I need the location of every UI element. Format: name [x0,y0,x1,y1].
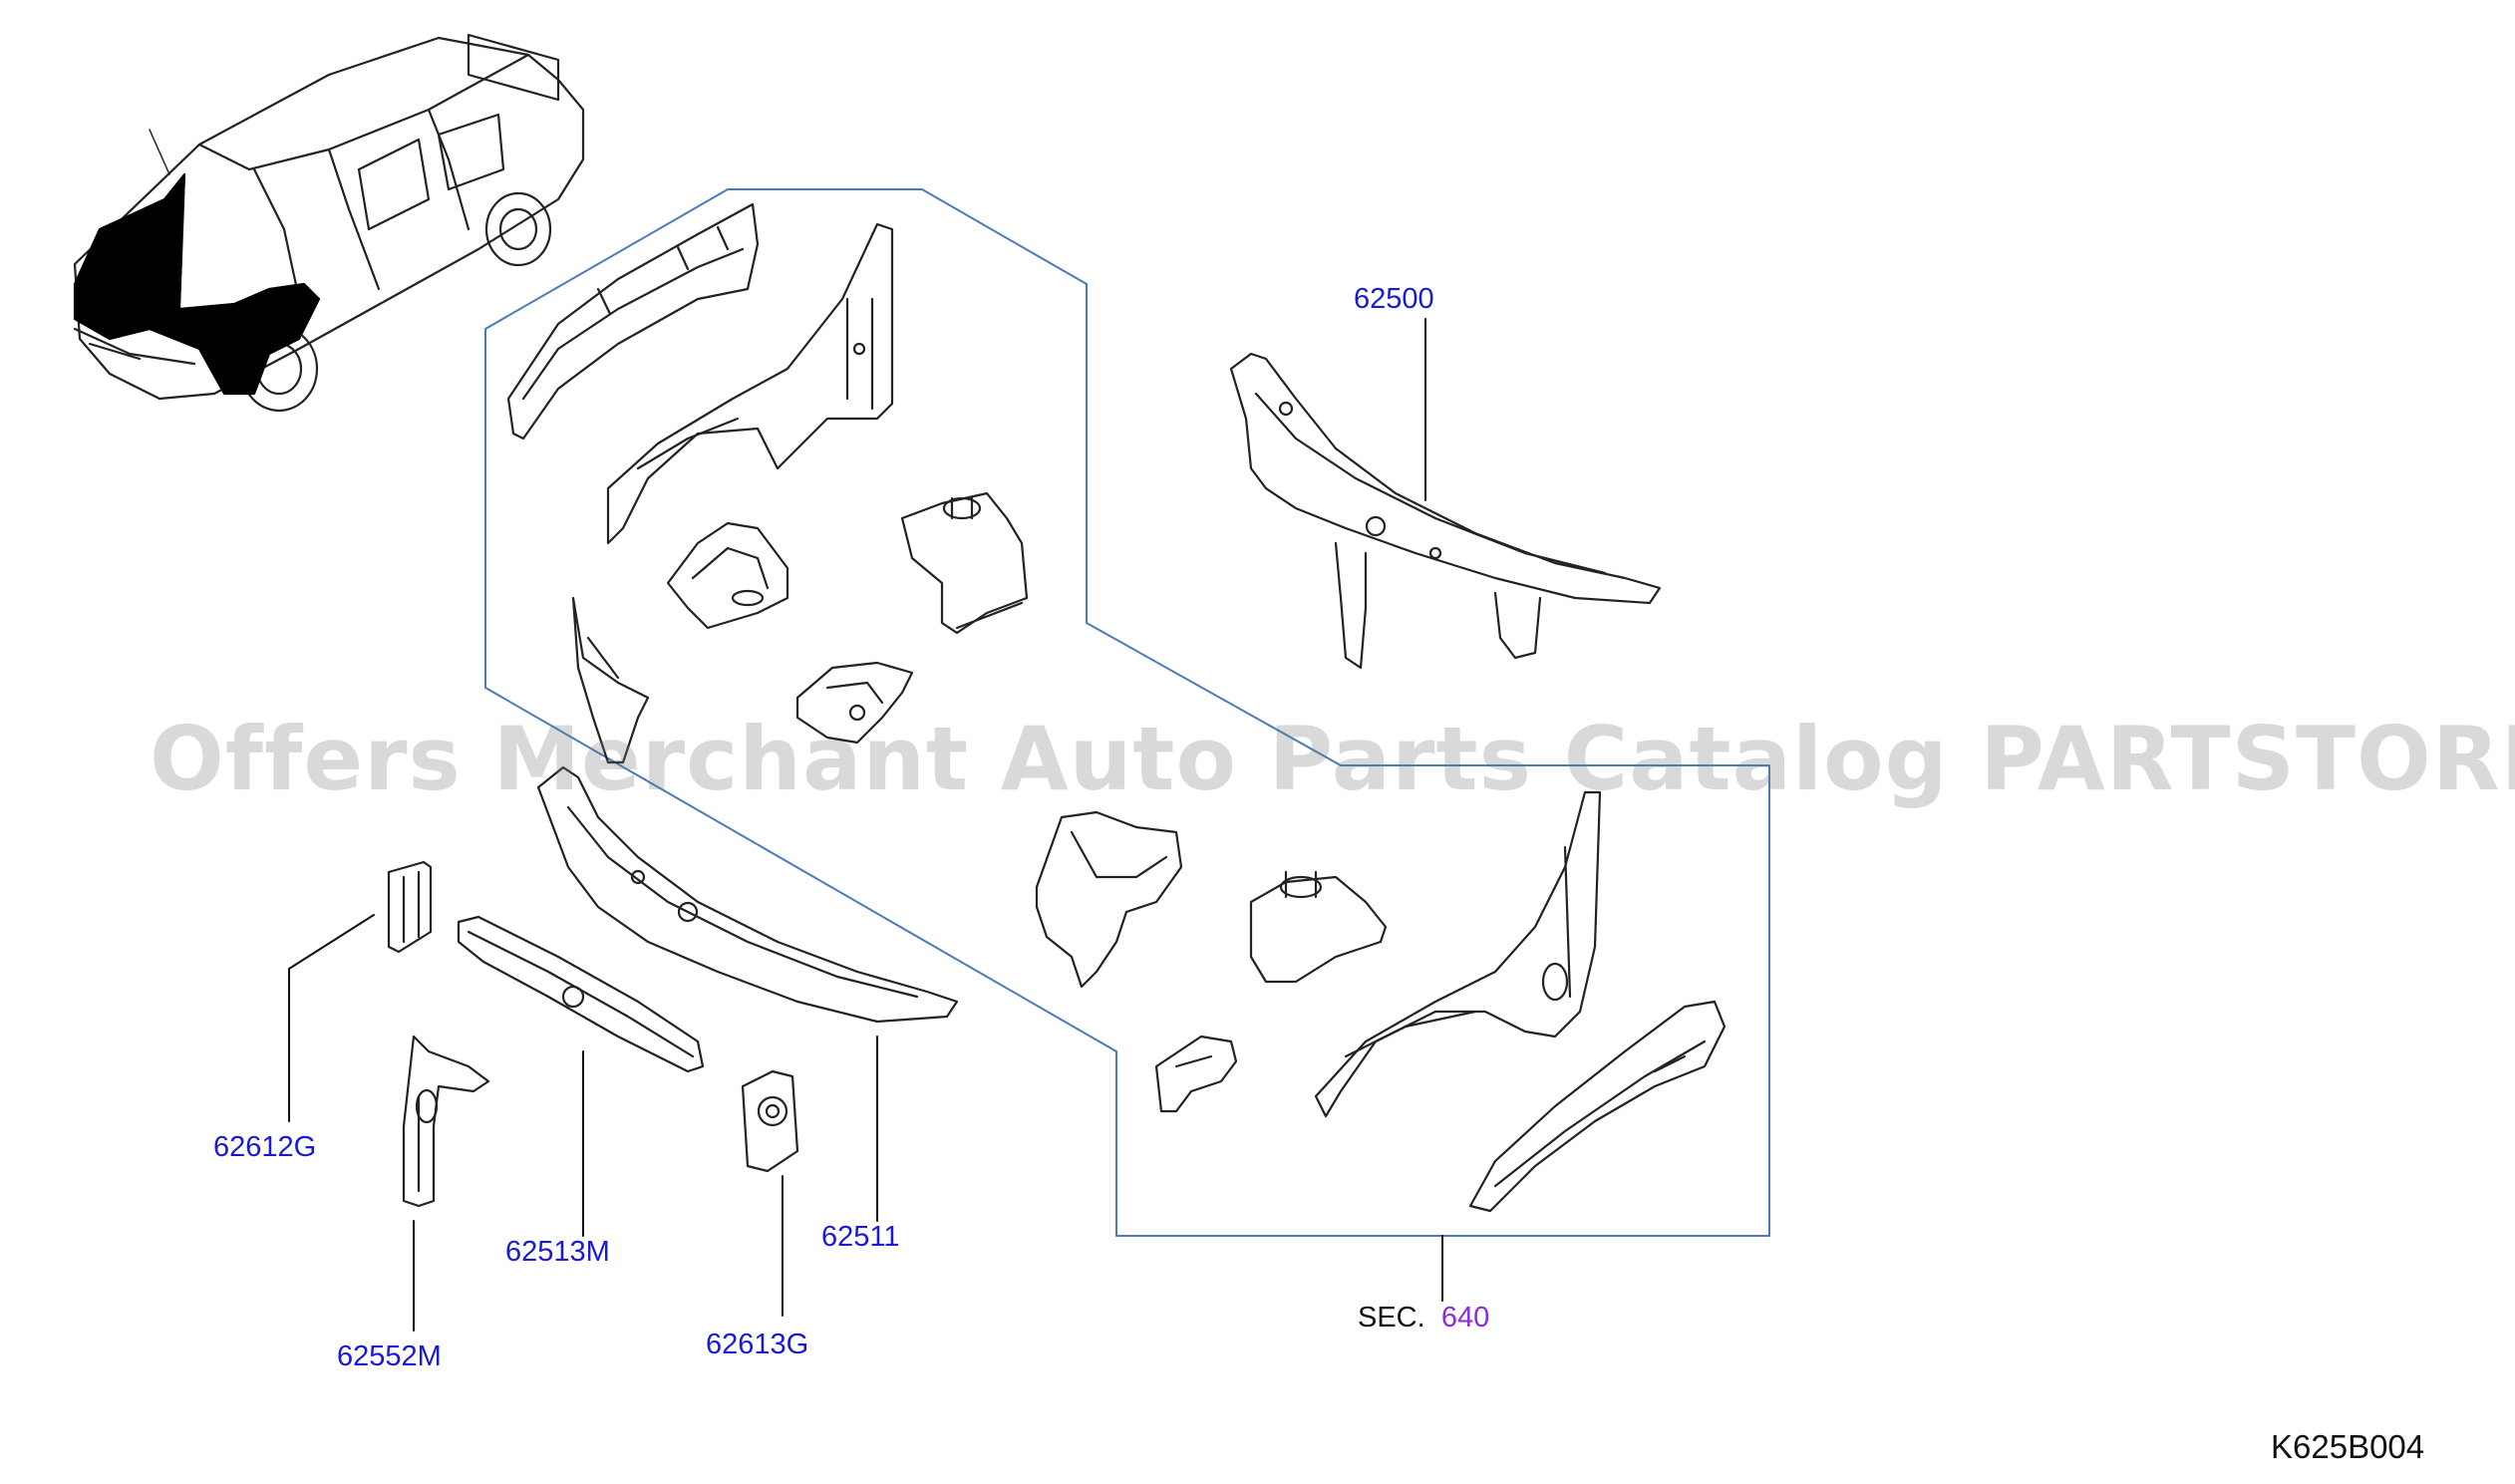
left-side-extension-illustration [571,596,650,764]
radiator-core-support-upper-illustration [1229,352,1662,670]
diagram-code: K625B004 [2271,1428,2425,1465]
part-label-62500[interactable]: 62500 [1354,283,1434,315]
right-hoodledge-illustration [1468,1000,1727,1213]
section-link-640[interactable]: 640 [1440,1302,1490,1334]
side-bracket-62612G-illustration [387,860,433,954]
right-inner-bracket-illustration [1035,810,1183,989]
part-label-62511[interactable]: 62511 [821,1221,900,1253]
front-panel-hoodledge-illustration [536,765,959,1024]
radiator-core-support-lower-illustration [457,915,705,1073]
right-lower-bracket-illustration [1154,1035,1238,1113]
assembly-group-outline [484,188,1770,1237]
left-fender-apron-illustration [506,202,894,545]
leader-line-62612G [288,914,375,1122]
left-strut-housing-illustration [900,491,1029,635]
left-inner-bracket-illustration [666,521,789,630]
right-strut-housing-illustration [1249,870,1388,984]
stay-62613G-illustration [741,1069,799,1173]
vertical-member-62552M-illustration [402,1035,490,1208]
right-fender-apron-illustration [1314,790,1602,1118]
section-prefix: SEC. [1358,1302,1425,1334]
vehicle-overview-illustration [73,33,585,413]
part-label-62552M[interactable]: 62552M [337,1340,442,1372]
part-label-62612G[interactable]: 62612G [213,1131,317,1163]
section-reference: SEC. 640 [1358,1304,1489,1333]
part-label-62513M[interactable]: 62513M [505,1236,610,1268]
engine-bay-highlight [73,172,321,396]
part-label-62613G[interactable]: 62613G [706,1329,809,1360]
left-lower-bracket-illustration [795,661,914,744]
